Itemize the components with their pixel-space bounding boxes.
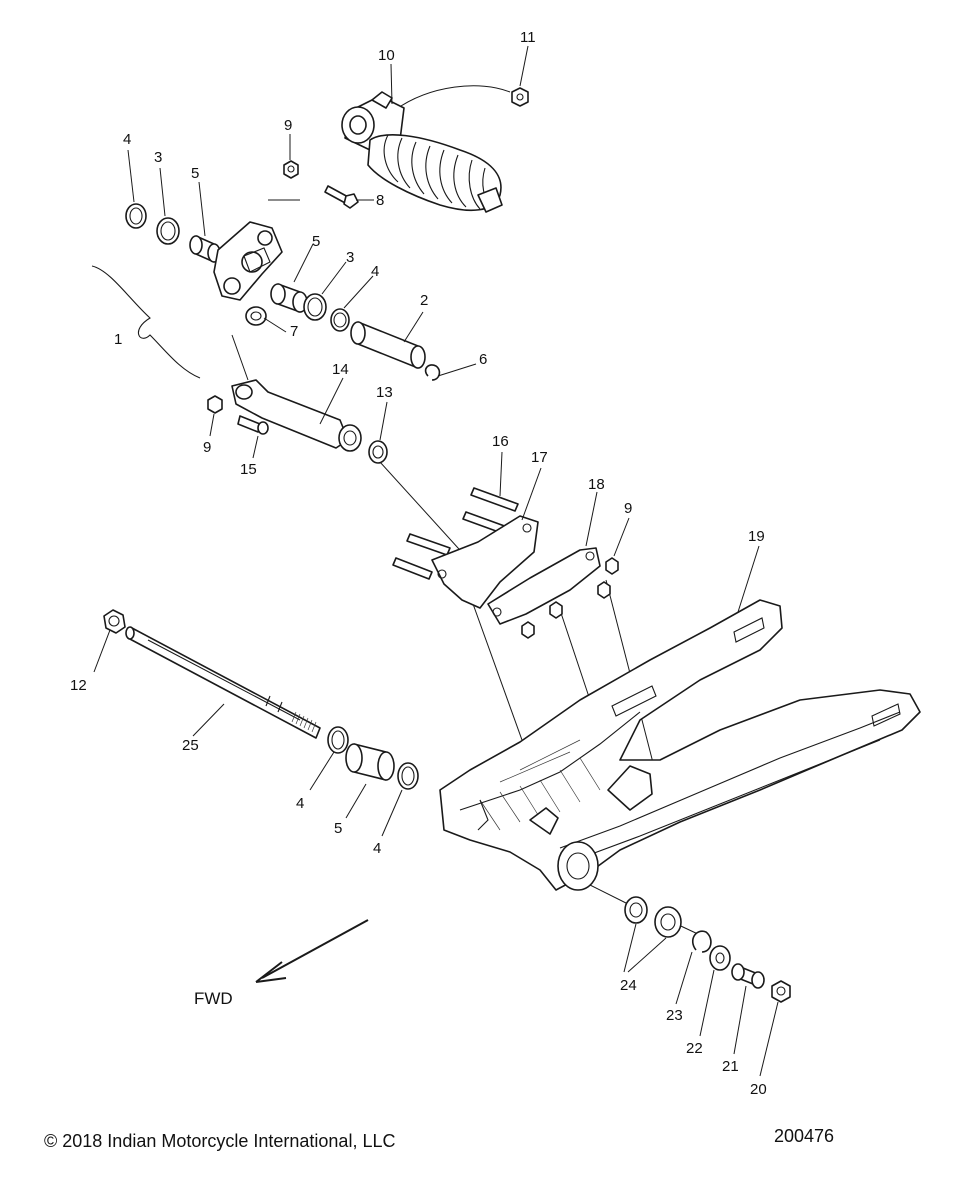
callout-10: 10 xyxy=(378,47,395,64)
callout-3-right: 3 xyxy=(346,249,354,266)
nut-11 xyxy=(511,87,529,107)
axle-25 xyxy=(125,626,321,739)
swingarm xyxy=(439,599,921,891)
copyright-text: © 2018 Indian Motorcycle International, … xyxy=(44,1131,395,1151)
snap-ring-6 xyxy=(424,364,441,381)
bracket-18 xyxy=(487,547,601,625)
callout-3-top: 3 xyxy=(154,149,162,166)
nut-12 xyxy=(103,609,126,634)
bolt-8 xyxy=(324,185,359,209)
callout-19: 19 xyxy=(748,528,765,545)
callout-9-bracket: 9 xyxy=(624,500,632,517)
callout-5-right: 5 xyxy=(312,233,320,250)
callout-25: 25 xyxy=(182,737,199,754)
callout-22: 22 xyxy=(686,1040,703,1057)
callout-11: 11 xyxy=(520,29,536,46)
callout-4-right: 4 xyxy=(371,263,379,280)
callout-24: 24 xyxy=(620,977,637,994)
shock-absorber xyxy=(341,91,503,213)
callout-7: 7 xyxy=(290,323,298,340)
bearing-3-top xyxy=(156,217,180,245)
fwd-label: FWD xyxy=(194,989,233,1008)
snap-ring-23 xyxy=(691,930,712,953)
seal-4-top xyxy=(125,203,147,229)
callout-23: 23 xyxy=(666,1007,683,1024)
bearing-3-right xyxy=(303,293,327,321)
callout-4-axle-left: 4 xyxy=(296,795,304,812)
callout-9-mid: 9 xyxy=(203,439,211,456)
callout-4-top: 4 xyxy=(123,131,131,148)
callout-4-axle-right: 4 xyxy=(373,840,381,857)
callout-15: 15 xyxy=(240,461,257,478)
figure-number: 200476 xyxy=(774,1126,834,1146)
seal-4-right xyxy=(330,308,350,332)
seal-4-axle-right xyxy=(397,762,419,790)
callout-20: 20 xyxy=(750,1081,767,1098)
assembly-brace-1 xyxy=(91,265,201,379)
callout-5-top: 5 xyxy=(191,165,199,182)
washer-22 xyxy=(709,945,731,971)
nut-20 xyxy=(771,980,791,1003)
spacer-21 xyxy=(731,963,765,989)
callout-16: 16 xyxy=(492,433,509,450)
bushing-13 xyxy=(368,440,388,464)
rocker-arm xyxy=(213,221,283,301)
callout-6: 6 xyxy=(479,351,487,368)
pin-2 xyxy=(350,321,426,369)
bolts-16 xyxy=(392,487,519,580)
callout-9-top: 9 xyxy=(284,117,292,134)
callout-12: 12 xyxy=(70,677,87,694)
callout-14: 14 xyxy=(332,361,349,378)
spacer-5-left xyxy=(189,235,221,263)
nuts-9-bracket xyxy=(521,557,619,639)
callout-8: 8 xyxy=(376,192,384,209)
link-rod-14 xyxy=(231,379,362,452)
nut-9-top xyxy=(283,160,299,179)
nut-7 xyxy=(245,306,267,326)
callout-5-axle: 5 xyxy=(334,820,342,837)
bolt-15 xyxy=(237,415,269,435)
nut-9-mid xyxy=(207,395,223,414)
spacer-5-axle xyxy=(345,743,395,781)
callout-2: 2 xyxy=(420,292,428,309)
callout-21: 21 xyxy=(722,1058,739,1075)
callout-leaders xyxy=(93,45,779,1077)
seal-4-axle-left xyxy=(327,726,349,754)
callout-18: 18 xyxy=(588,476,605,493)
callout-1: 1 xyxy=(114,331,122,348)
spacer-5-right xyxy=(270,283,308,313)
callout-13: 13 xyxy=(376,384,393,401)
fwd-arrow-icon xyxy=(255,919,369,983)
callout-17: 17 xyxy=(531,449,548,466)
callout-numbers: 1 2 3 3 4 4 4 4 5 5 5 6 7 8 9 9 9 10 11 … xyxy=(70,29,767,1098)
bracket-17 xyxy=(431,515,539,609)
bearings-24 xyxy=(624,896,682,938)
